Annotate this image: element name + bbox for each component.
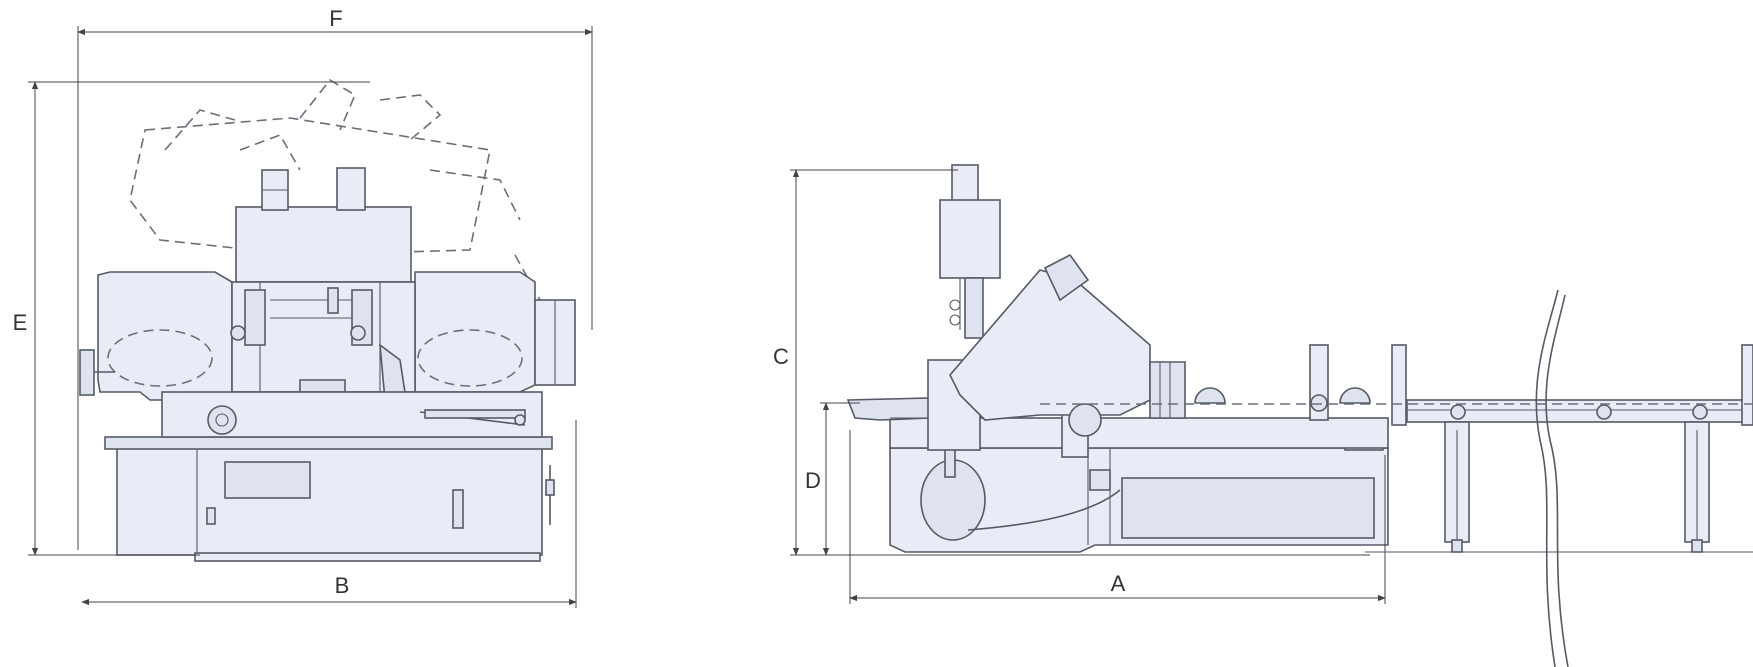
base-cabinet: [116, 444, 543, 556]
right-wheel-housing: [414, 271, 536, 393]
label-C: C: [773, 344, 789, 369]
left-wheel-housing: [97, 271, 233, 401]
hydraulic-cylinder-right: [336, 167, 366, 211]
side-door-panel: [1121, 477, 1375, 539]
side-view: C D A: [773, 164, 1753, 667]
label-F: F: [329, 6, 342, 31]
conveyor-frame: [1406, 399, 1753, 423]
right-band-wheel-dashed: [417, 329, 523, 387]
base-foot: [194, 552, 541, 562]
label-B: B: [335, 573, 350, 598]
break-line-2: [1545, 294, 1569, 667]
base-top-plate: [104, 436, 553, 450]
left-band-wheel-dashed: [107, 329, 213, 387]
label-A: A: [1111, 571, 1126, 596]
conveyor-post-left: [1391, 344, 1407, 426]
top-housing: [235, 206, 412, 283]
side-cylinder-top: [951, 164, 979, 204]
blade-guide-left: [244, 289, 266, 346]
side-motor: [1149, 361, 1186, 419]
break-line-1: [1535, 289, 1559, 667]
front-view: F E B: [13, 6, 593, 608]
outfeed-roller-conveyor: [1040, 344, 1753, 553]
feed-wheel: [207, 405, 237, 435]
infeed-guide: [846, 397, 931, 421]
conveyor-post-right: [1741, 344, 1753, 426]
label-E: E: [13, 310, 28, 335]
side-cylinder-body: [939, 199, 1001, 279]
label-D: D: [805, 468, 821, 493]
tension-handwheel: [79, 349, 95, 396]
control-panel-door: [224, 461, 311, 499]
